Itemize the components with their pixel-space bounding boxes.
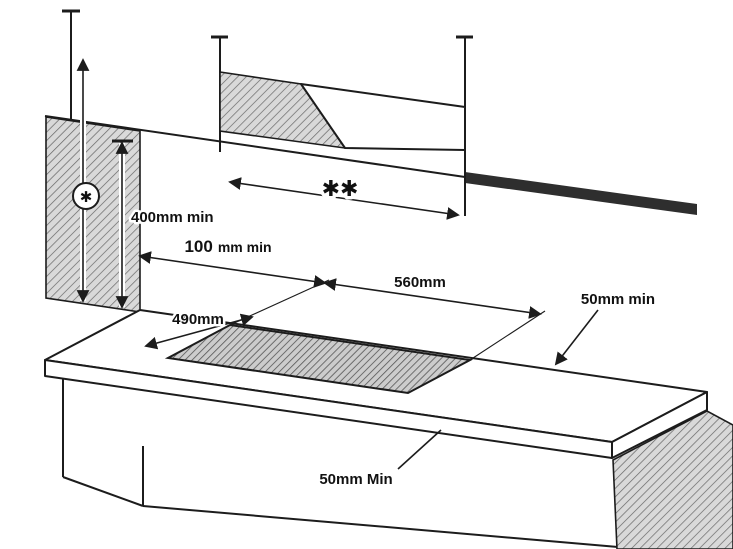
hood-width-arrow [228, 177, 460, 220]
hood-width-marker: ✱✱ [322, 177, 359, 202]
rear-clearance-leader [554, 309, 599, 366]
cutout-width-label: 560mm [394, 274, 446, 291]
back-wall [44, 9, 697, 313]
side-clearance-label: 100 mm min [184, 237, 271, 256]
cutout-width-dimensions: 100 mm min 560mm [138, 235, 546, 361]
wall-edge-band [465, 172, 697, 215]
cutout-depth-arrow [144, 313, 254, 350]
side-clearance-arrow [138, 251, 327, 288]
front-clearance-label: 50mm Min [319, 471, 392, 488]
rear-clearance-dimension: 50mm min [554, 289, 658, 366]
cutout-width-arrow [323, 278, 542, 319]
front-clearance-dimension: 50mm Min [317, 429, 442, 491]
rear-clearance-label: 50mm min [581, 291, 655, 308]
cutout-depth-label: 490mm [172, 311, 224, 328]
height-marker-circle [72, 182, 100, 210]
base-cabinet [62, 379, 733, 549]
cabinet-bottom-edge [142, 505, 619, 548]
front-clearance-leader [397, 429, 442, 470]
countertop [44, 309, 708, 459]
side-clearance-value: 100 [184, 237, 212, 256]
wall-top-edge [44, 115, 466, 178]
cutout-depth-dimension: 490mm [144, 309, 254, 350]
cabinet-side-shading [612, 410, 733, 549]
height-dimension: ✱ [72, 58, 100, 303]
cooker-hood [211, 35, 473, 216]
left-side-wall [45, 116, 141, 313]
extension-line-right [469, 310, 546, 361]
clearance-400-label: 400mm min [131, 209, 214, 226]
hood-underside [300, 83, 466, 151]
hood-width-dimension: ✱✱ [228, 174, 460, 220]
side-clearance-unit: mm min [218, 239, 272, 255]
height-marker: ✱ [80, 188, 93, 206]
clearance-400-dimension: 400mm min [112, 139, 216, 309]
countertop-end-face [611, 391, 708, 459]
cabinet-plinth-left [62, 476, 144, 507]
